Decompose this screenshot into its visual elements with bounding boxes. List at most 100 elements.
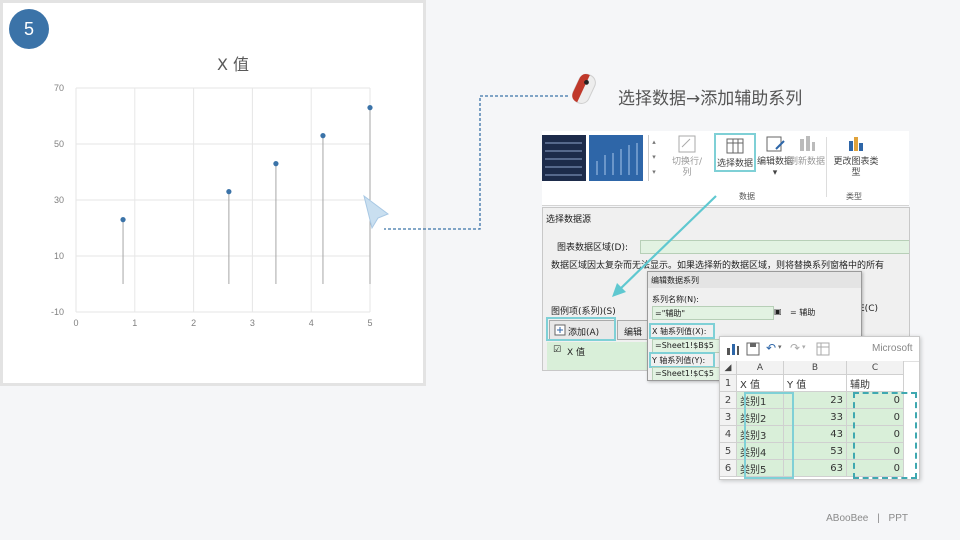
column-header-a[interactable]: A	[736, 361, 784, 375]
x-tick-label: 5	[367, 318, 372, 328]
cell-b4[interactable]: 43	[783, 425, 847, 443]
cell-c6[interactable]: 0	[846, 459, 904, 477]
ribbon-divider	[826, 137, 827, 197]
data-point	[120, 217, 126, 223]
table-row: 1 X 值 Y 值 辅助	[720, 374, 904, 392]
save-icon[interactable]	[746, 342, 760, 356]
redo-dropdown-icon[interactable]: ▾	[802, 343, 806, 351]
chart-type-icon	[849, 137, 863, 151]
y-tick-label: 30	[54, 195, 64, 205]
ribbon-group-data: 数据	[739, 192, 755, 201]
x-tick-label: 0	[73, 318, 78, 328]
y-tick-label: -10	[51, 307, 64, 317]
select-data-icon	[726, 138, 744, 154]
data-point	[367, 105, 373, 111]
y-tick-label: 10	[54, 251, 64, 261]
x-tick-label: 1	[132, 318, 137, 328]
range-picker-icon[interactable]: ▣	[774, 307, 782, 316]
row-header[interactable]: 2	[720, 391, 737, 409]
gallery-scroll[interactable]: ▴▾▾	[648, 135, 659, 181]
cell-b2[interactable]: 23	[783, 391, 847, 409]
cell-b1[interactable]: Y 值	[783, 374, 847, 392]
x-values-input[interactable]: =Sheet1!$B$5	[652, 339, 724, 353]
switch-row-col-button[interactable]: 切换行/列	[668, 133, 706, 179]
cell-a5[interactable]: 类别4	[736, 442, 784, 460]
row-header[interactable]: 5	[720, 442, 737, 460]
cell-c3[interactable]: 0	[846, 408, 904, 426]
table-row: 6 类别5 63 0	[720, 459, 904, 477]
cell-b3[interactable]: 33	[783, 408, 847, 426]
refresh-data-button[interactable]: 刷新数据	[788, 133, 826, 168]
x-tick-label: 4	[309, 318, 314, 328]
cell-a2[interactable]: 类别1	[736, 391, 784, 409]
column-header-c[interactable]: C	[846, 361, 904, 375]
switch-row-col-tail: E(C)	[859, 304, 878, 314]
row-header[interactable]: 3	[720, 408, 737, 426]
cell-c4[interactable]: 0	[846, 425, 904, 443]
cell-a1[interactable]: X 值	[736, 374, 784, 392]
chart-style-thumbnail-1	[542, 135, 586, 181]
data-point	[320, 133, 326, 139]
cell-b6[interactable]: 63	[783, 459, 847, 477]
data-point	[273, 161, 279, 167]
undo-dropdown-icon[interactable]: ▾	[778, 343, 782, 351]
dialog-title: 选择数据源	[546, 215, 592, 225]
cell-a3[interactable]: 类别2	[736, 408, 784, 426]
mouse-pointer-icon	[572, 73, 596, 104]
y-values-label: Y 轴系列值(Y):	[652, 356, 706, 365]
cell-a4[interactable]: 类别3	[736, 425, 784, 443]
table-row: 2 类别1 23 0	[720, 391, 904, 409]
y-tick-label: 70	[54, 83, 64, 93]
chart-title: X 值	[217, 55, 249, 74]
slide-heading: 选择数据→添加辅助系列	[618, 89, 803, 109]
refresh-data-icon	[800, 136, 815, 151]
edit-series-button[interactable]: 编辑	[617, 320, 649, 340]
cell-b5[interactable]: 53	[783, 442, 847, 460]
add-button-highlight	[546, 317, 616, 341]
row-header[interactable]: 4	[720, 425, 737, 443]
edit-data-icon	[766, 136, 785, 152]
ribbon-group-type: 类型	[846, 192, 862, 201]
change-chart-type-button[interactable]: 更改图表类型	[833, 133, 879, 179]
chart-icon[interactable]	[726, 342, 740, 356]
cell-c1[interactable]: 辅助	[846, 374, 904, 392]
switch-row-col-icon	[678, 135, 696, 153]
x-label-highlight	[649, 323, 715, 339]
x-tick-label: 2	[191, 318, 196, 328]
y-label-highlight	[649, 352, 715, 368]
excel-grid: ◢ A B C 1 X 值 Y 值 辅助 2 类别1 23 0 3 类别2 33…	[720, 361, 904, 477]
row-header[interactable]: 1	[720, 374, 737, 392]
table-row: 3 类别2 33 0	[720, 408, 904, 426]
undo-icon[interactable]: ↶	[766, 341, 777, 355]
column-a-highlight	[744, 392, 794, 479]
range-label: 图表数据区域(D):	[557, 243, 628, 253]
redo-icon[interactable]: ↷	[790, 341, 801, 355]
y-values-input[interactable]: =Sheet1!$C$5	[652, 367, 724, 380]
series-checkbox[interactable]: ☑	[553, 345, 562, 355]
series-name-input[interactable]: ="辅助"	[652, 306, 774, 320]
series-list[interactable]: ☑ X 值	[547, 342, 647, 370]
add-icon	[554, 324, 566, 336]
edit-data-button[interactable]: 编辑数据▾	[756, 133, 794, 179]
x-tick-label: 3	[250, 318, 255, 328]
excel-toolbar: ↶ ▾ ↷ ▾ Microsoft	[720, 337, 919, 362]
table-row: 5 类别4 53 0	[720, 442, 904, 460]
range-input[interactable]	[640, 240, 909, 254]
select-all-corner[interactable]: ◢	[720, 361, 737, 375]
chart-style-thumbnail-2	[589, 135, 643, 181]
slide-number-badge: 5	[9, 9, 49, 49]
cell-c5[interactable]: 0	[846, 442, 904, 460]
edit-dialog-titlebar: 编辑数据系列	[648, 272, 861, 288]
cell-c2[interactable]: 0	[846, 391, 904, 409]
cell-a6[interactable]: 类别5	[736, 459, 784, 477]
sheet-icon[interactable]	[816, 342, 830, 356]
series-item: X 值	[567, 348, 586, 358]
brand-footer: ABooBee | PPT	[826, 513, 908, 524]
row-header[interactable]: 6	[720, 459, 737, 477]
select-data-button[interactable]: 选择数据	[714, 133, 756, 172]
table-row: 4 类别3 43 0	[720, 425, 904, 443]
legend-series-label: 图例项(系列)(S)	[551, 307, 616, 317]
column-header-b[interactable]: B	[783, 361, 847, 375]
